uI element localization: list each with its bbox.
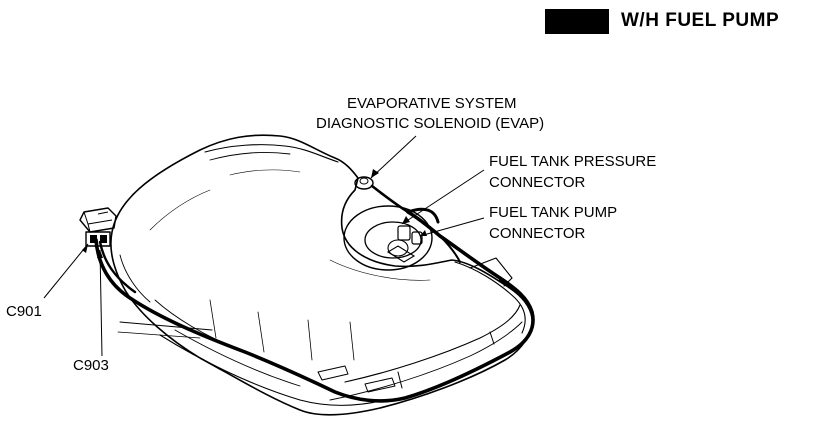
connector-c901-c903 [79,207,117,247]
arrowheads [82,169,427,258]
pressure-connector-label-line2: CONNECTOR [489,174,586,191]
pump-connector-label-line2: CONNECTOR [489,225,586,242]
wiring-harness [94,184,535,403]
header-black-box [545,9,609,34]
pressure-connector-label-line1: FUEL TANK PRESSURE [489,153,657,170]
fuel-tank [110,134,533,416]
evap-label-line1: EVAPORATIVE SYSTEM [347,95,517,112]
pump-connector-label-line1: FUEL TANK PUMP [489,204,618,221]
header-title: W/H FUEL PUMP [621,10,780,31]
evap-label-line2: DIAGNOSTIC SOLENOID (EVAP) [316,115,545,132]
fuel-pump-module [343,205,433,271]
c903-label: C903 [73,357,109,374]
leader-lines [43,135,485,357]
evap-solenoid [354,176,374,190]
c901-label: C901 [6,303,42,320]
